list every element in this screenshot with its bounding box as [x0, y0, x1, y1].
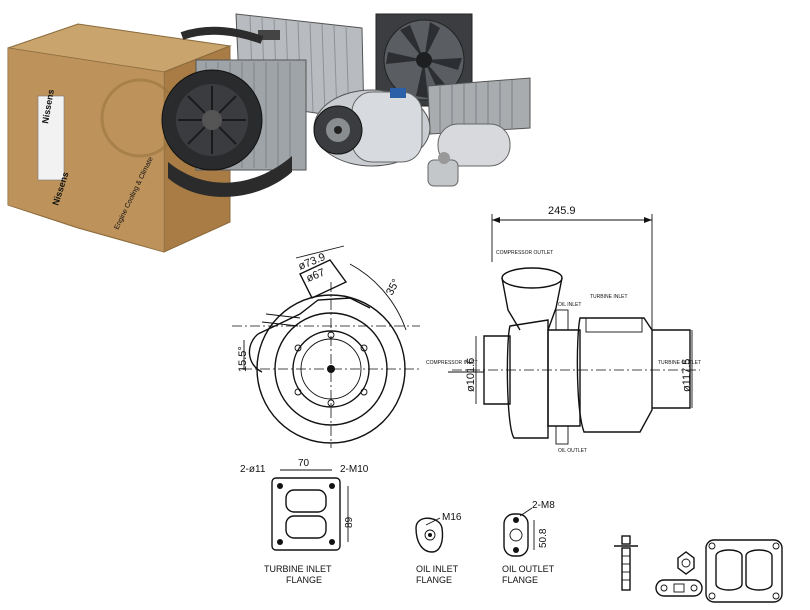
oil-outlet-caption-1: OIL OUTLET [502, 564, 555, 574]
center-housing [547, 329, 581, 427]
note-oil-inlet: OIL INLET [558, 302, 581, 308]
oil-outlet-caption-2: FLANGE [502, 575, 538, 585]
turbine-inlet-flange-drawing: 2-ø11 70 2-M10 89 TURBINE INLET FLANGE [240, 458, 369, 585]
accessories-drawing [614, 535, 783, 603]
note-compressor-inlet: COMPRESSOR INLET [426, 360, 478, 366]
dim-2-d11: 2-ø11 [240, 464, 266, 475]
condenser-fitting [258, 30, 280, 40]
note-compressor-outlet: COMPRESSOR OUTLET [496, 250, 553, 256]
turbine-outlet-pipe [652, 329, 691, 409]
dim-d117-5: ø117.5 [681, 359, 693, 392]
compressor-inlet-flange [483, 335, 511, 405]
turbine-housing [576, 317, 653, 433]
hex-nut [677, 551, 695, 575]
turbine-flange-caption-2: FLANGE [286, 575, 322, 585]
turbine-inlet-flange-side [585, 317, 643, 333]
note-turbine-inlet: TURBINE INLET [590, 294, 628, 300]
radiator-fan-image [375, 13, 473, 107]
turbo-front-view: 245.9 COMPRESSOR OUTLET COMPRESSOR INLET… [426, 205, 701, 454]
stud-bolt [614, 535, 638, 591]
dim-70: 70 [298, 458, 310, 469]
oil-inlet-caption-1: OIL INLET [416, 564, 459, 574]
turbine-flange-caption-1: TURBINE INLET [264, 564, 332, 574]
ac-compressor-image [313, 88, 431, 167]
turbine-flange-plate [271, 477, 341, 551]
note-oil-outlet: OIL OUTLET [558, 448, 587, 454]
dim-89: 89 [344, 516, 355, 528]
compressor-housing [506, 319, 549, 439]
dim-50-8: 50.8 [538, 528, 549, 548]
receiver-drier-image [427, 123, 511, 187]
dim-angle-15-5: 15.5° [237, 346, 249, 372]
product-collage: Nissens Nissens Engine Cooling & Climate [7, 13, 531, 253]
oil-outlet-flange-drawing: 2-M8 50.8 OIL OUTLET FLANGE [502, 500, 555, 585]
dim-2-m8: 2-M8 [532, 500, 555, 511]
dim-m16: M16 [442, 512, 462, 523]
blower-motor-image [161, 26, 307, 197]
turbine-flange-gasket [705, 539, 783, 603]
box-label-sticker [37, 95, 65, 181]
oil-inlet-flange-drawing: M16 OIL INLET FLANGE [415, 512, 462, 585]
turbo-side-view: 35° ø73.9 ø67 15.5° [232, 245, 420, 448]
heater-core-image [427, 77, 531, 135]
dim-245-9: 245.9 [548, 205, 576, 217]
dim-d101-6: ø101.6 [465, 358, 477, 392]
note-turbine-outlet: TURBINE OUTLET [658, 360, 701, 366]
oil-inlet-caption-2: FLANGE [416, 575, 452, 585]
oil-gasket [655, 579, 703, 597]
dim-2-m10: 2-M10 [340, 464, 369, 475]
compressor-inlet-stub [299, 259, 348, 299]
